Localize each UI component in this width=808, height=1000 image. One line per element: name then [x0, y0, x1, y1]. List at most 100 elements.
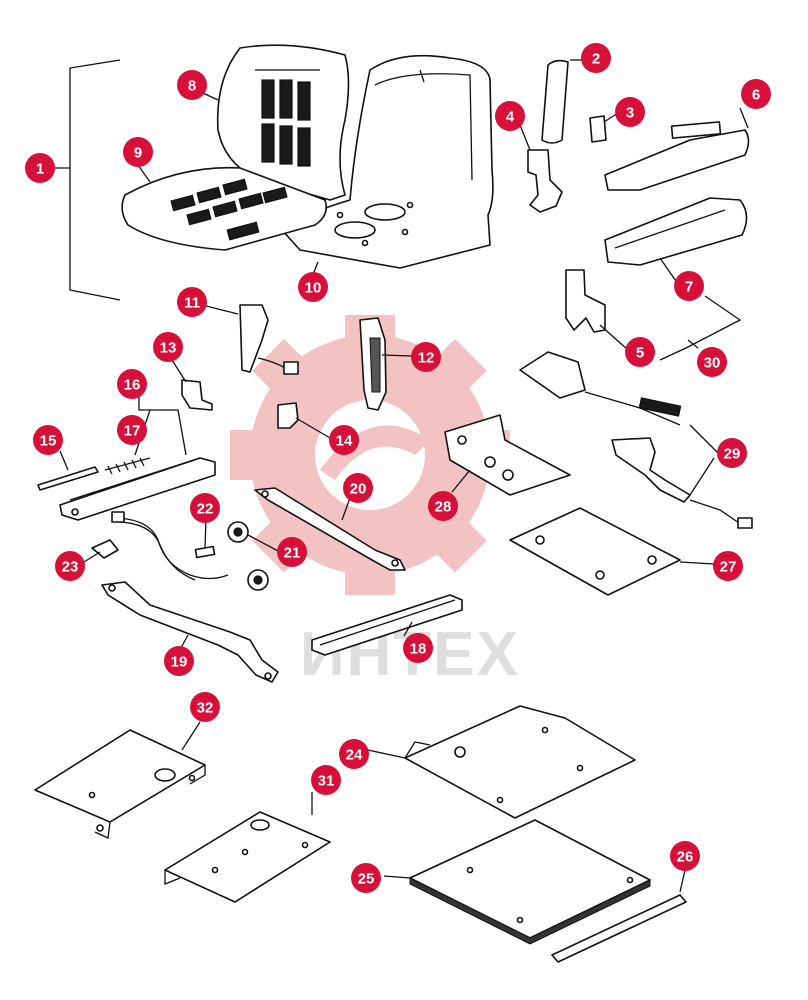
callout-number: 14 [336, 433, 353, 450]
callout-31: 31 [311, 765, 341, 795]
callout-number: 28 [435, 499, 452, 516]
part-7-armrest [604, 197, 748, 266]
callout-27: 27 [713, 551, 743, 581]
part-5-bracket [565, 269, 606, 333]
callout-number: 15 [40, 433, 57, 450]
callout-12: 12 [411, 342, 441, 372]
part-21-switches [227, 521, 269, 591]
callout-number: 27 [720, 559, 737, 576]
callout-17: 17 [117, 415, 147, 445]
callout-19: 19 [164, 646, 194, 676]
callout-circle [277, 537, 307, 567]
callout-number: 8 [188, 78, 196, 95]
callout-circle [177, 287, 207, 317]
part-11-switch [239, 304, 299, 375]
part-26-strip [551, 894, 687, 963]
part-15-pin [37, 466, 99, 491]
callout-9: 9 [123, 137, 153, 167]
callout-circle [298, 272, 328, 302]
part-28-plate [444, 414, 571, 496]
callout-number: 19 [171, 654, 188, 671]
part-31-plate [164, 811, 331, 903]
part-18-rail [311, 594, 463, 656]
parts-layer [34, 44, 753, 963]
callout-number: 1 [36, 161, 44, 178]
callout-number: 21 [284, 545, 301, 562]
part-22-harness [111, 511, 229, 581]
part-4-bracket [527, 149, 563, 213]
callout-circle [117, 369, 147, 399]
callout-circle [428, 491, 458, 521]
callout-circle [177, 70, 207, 100]
callout-circle [153, 332, 183, 362]
callout-circle [311, 765, 341, 795]
part-10-seat-shell [281, 54, 494, 269]
callout-8: 8 [177, 70, 207, 100]
callout-20: 20 [343, 473, 373, 503]
part-20-bar [254, 487, 406, 571]
callout-26: 26 [670, 841, 700, 871]
callout-18: 18 [403, 633, 433, 663]
callout-22: 22 [190, 493, 220, 523]
part-32-plate [34, 729, 206, 839]
callout-15: 15 [33, 425, 63, 455]
part-30-seat-belt [519, 351, 682, 426]
callout-13: 13 [153, 332, 183, 362]
callout-circle [190, 692, 220, 722]
part-16-rail [59, 457, 216, 521]
callout-circle [123, 137, 153, 167]
part-2-armrest-pad [541, 59, 569, 144]
callout-number: 32 [197, 700, 214, 717]
callout-number: 26 [677, 849, 694, 866]
callout-3: 3 [615, 97, 645, 127]
callout-circle [674, 271, 704, 301]
callout-5: 5 [625, 337, 655, 367]
part-6-armrest [604, 121, 750, 191]
part-27-plate [509, 507, 681, 596]
callout-2: 2 [581, 43, 611, 73]
callout-circle [329, 425, 359, 455]
callout-number: 3 [626, 105, 634, 122]
callout-circle [25, 153, 55, 183]
callout-16: 16 [117, 369, 147, 399]
callout-circle [55, 551, 85, 581]
part-24-plate [404, 705, 636, 819]
callout-29: 29 [717, 438, 747, 468]
callout-number: 25 [358, 871, 375, 888]
callout-6: 6 [741, 79, 771, 109]
callout-circle [190, 493, 220, 523]
callout-32: 32 [190, 692, 220, 722]
callout-number: 10 [305, 280, 322, 297]
callout-circle [164, 646, 194, 676]
callout-number: 4 [506, 109, 515, 126]
callout-30: 30 [697, 347, 727, 377]
part-19-bar [101, 581, 279, 683]
callout-circle [717, 438, 747, 468]
part-14-bracket [277, 402, 299, 429]
callout-circle [581, 43, 611, 73]
callout-circle [625, 337, 655, 367]
callout-number: 20 [350, 481, 367, 498]
callout-number: 2 [592, 51, 600, 68]
part-9-seat-cushion [121, 166, 328, 251]
callout-number: 31 [318, 773, 335, 790]
callout-circle [339, 739, 369, 769]
callout-10: 10 [298, 272, 328, 302]
callout-21: 21 [277, 537, 307, 567]
callout-number: 13 [160, 340, 177, 357]
part-3-cap [589, 115, 607, 143]
callout-number: 12 [418, 350, 435, 367]
part-25-board [409, 819, 651, 945]
callout-number: 23 [62, 559, 79, 576]
callout-7: 7 [674, 271, 704, 301]
callout-1: 1 [25, 153, 55, 183]
callout-circle [351, 863, 381, 893]
callout-11: 11 [177, 287, 207, 317]
callout-number: 6 [752, 87, 760, 104]
callout-number: 9 [134, 145, 142, 162]
callout-number: 18 [410, 641, 427, 658]
part-8-backrest-cushion [216, 44, 350, 201]
callout-number: 11 [184, 295, 200, 312]
callout-circle [670, 841, 700, 871]
